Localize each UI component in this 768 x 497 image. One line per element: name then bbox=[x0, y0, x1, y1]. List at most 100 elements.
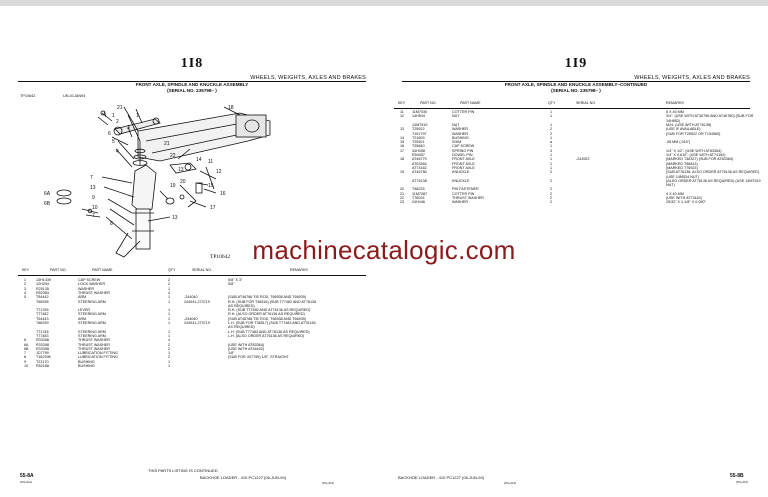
table-rule bbox=[18, 275, 366, 276]
col-remarks: REMARKS bbox=[290, 268, 308, 272]
footer-sub: (Pts-211) bbox=[20, 480, 33, 484]
header-rule bbox=[402, 81, 750, 82]
cell-part: 14H534 bbox=[412, 114, 425, 119]
svg-text:9: 9 bbox=[92, 195, 95, 201]
svg-text:3: 3 bbox=[127, 125, 130, 131]
cell-key: 18 bbox=[400, 157, 405, 162]
figure-label: TP10642 bbox=[210, 254, 231, 260]
cell-name: LUBRICATION FITTING bbox=[78, 355, 118, 360]
cell-part: JD7799 bbox=[36, 351, 49, 356]
footer-model-sub: (Pts-211) bbox=[504, 481, 517, 485]
cell-name: PIN FASTENER bbox=[452, 187, 479, 192]
cell-qty: 2 bbox=[168, 278, 171, 282]
cell-qty: 2 bbox=[168, 342, 171, 347]
cell-name: COTTER PIN bbox=[452, 191, 475, 196]
cell-name: CAP SCREW bbox=[452, 144, 475, 149]
svg-text:19: 19 bbox=[170, 183, 176, 189]
cell-part: AT74162 bbox=[412, 165, 427, 170]
cell-part: AT63364 bbox=[412, 161, 427, 166]
section-heading: WHEELS, WEIGHTS, AXLES AND BRAKES bbox=[634, 75, 750, 81]
cell-key: 19 bbox=[400, 170, 405, 175]
cell-part: T77483 bbox=[36, 333, 49, 338]
svg-text:10: 10 bbox=[92, 205, 98, 211]
col-name: PART NAME bbox=[460, 101, 481, 105]
cell-key: 12 bbox=[400, 114, 405, 119]
cell-qty: 2 bbox=[550, 187, 553, 192]
callout: 1 bbox=[112, 113, 115, 119]
cell-qty: 2 bbox=[550, 127, 553, 132]
cell-remarks: 4 X 40 MM bbox=[666, 191, 684, 196]
right-page: 1I9 WHEELS, WEIGHTS, AXLES AND BRAKES FR… bbox=[384, 6, 768, 497]
cell-qty: 2 bbox=[168, 346, 171, 351]
cell-name: FRONT AXLE bbox=[452, 165, 475, 170]
cell-serial: -243922 bbox=[576, 157, 590, 162]
col-part: PART NO. bbox=[420, 101, 437, 105]
cell-part: R33398 bbox=[36, 342, 49, 347]
cell-remarks: NUT) bbox=[666, 183, 675, 188]
cell-part: T25921 bbox=[412, 140, 425, 145]
svg-text:4: 4 bbox=[116, 149, 119, 155]
axle-exploded-diagram: 21 1 2 3 6 5 4 21 22 1 7 13 9 10 13 11 1… bbox=[44, 105, 271, 258]
cell-name: WASHER bbox=[452, 131, 469, 136]
cell-part: AT76138 bbox=[412, 178, 427, 183]
cell-part: T25922 bbox=[412, 127, 425, 132]
cell-name: LUBRICATION FITTING bbox=[78, 351, 118, 356]
cell-remarks: 5 X 40 MM bbox=[666, 110, 684, 114]
svg-text:15: 15 bbox=[208, 183, 214, 189]
footer-model: BACKHOE LOADER - 410 PC1227 (06-JUN-94) bbox=[398, 475, 485, 480]
cell-qty: 2 bbox=[550, 191, 553, 196]
col-name: PART NAME bbox=[92, 268, 113, 272]
cell-part: AT46780 bbox=[412, 170, 427, 175]
cell-remarks: M24. (USE WITH AT76138) bbox=[666, 122, 712, 127]
cell-name: NUT bbox=[452, 122, 460, 127]
cell-name: STEERING ARM bbox=[78, 333, 106, 338]
cell-qty: 1 bbox=[168, 321, 171, 325]
cell-key: 17 bbox=[400, 148, 405, 153]
cell-qty: 1 bbox=[168, 299, 171, 304]
svg-text:12: 12 bbox=[216, 169, 222, 175]
watermark: machinecatalogic.com bbox=[252, 235, 516, 265]
cell-name: WASHER bbox=[78, 286, 95, 291]
cell-key: 11 bbox=[400, 110, 404, 114]
col-qty: QTY bbox=[548, 101, 556, 105]
cell-part: T151797 bbox=[412, 131, 427, 136]
cell-part: T48225 bbox=[412, 187, 425, 192]
cell-remarks: (SUB FOR T25922 OR T134960) bbox=[666, 131, 721, 136]
svg-text:6: 6 bbox=[108, 131, 111, 137]
cell-name: LEVER bbox=[78, 308, 91, 313]
cell-name: THRUST WASHER bbox=[78, 290, 110, 295]
cell-remarks: 5/8" X 3" bbox=[228, 278, 243, 282]
cell-qty: 1 bbox=[550, 144, 553, 149]
footer-sub: (Pts-211) bbox=[736, 480, 749, 484]
cell-part: T162398 bbox=[36, 355, 51, 360]
cell-qty: 2 bbox=[550, 200, 553, 205]
cell-part: R33398 bbox=[36, 346, 49, 351]
cell-remarks: (USE WITH AT46162) bbox=[228, 346, 264, 351]
cell-qty: 4 bbox=[168, 338, 171, 343]
page-number: 1I8 bbox=[180, 56, 204, 71]
cell-qty: 1 bbox=[550, 114, 553, 119]
cell-part: 11M7087 bbox=[412, 191, 428, 196]
cell-remarks: (MARKED T66813) bbox=[666, 161, 698, 166]
cell-key: 23 bbox=[400, 200, 405, 205]
cell-name: SHIM bbox=[452, 140, 462, 145]
cell-part: AT46779 bbox=[412, 157, 427, 162]
cell-part: R52188 bbox=[36, 364, 49, 368]
cell-remarks: 14H852) bbox=[666, 118, 681, 123]
cell-key: 21 bbox=[400, 191, 405, 196]
svg-text:16: 16 bbox=[220, 191, 226, 197]
cell-remarks: 1/8" bbox=[228, 351, 235, 356]
cell-remarks: 3/4". (USE WITH AT30796 AND AT46780) (SU… bbox=[666, 114, 754, 119]
cell-qty: 1 bbox=[168, 316, 171, 321]
cell-remarks: (USE 14M534 NUT) bbox=[666, 174, 699, 179]
cell-remarks: (SUB AT76138, ALSO ORDER AT76136 AS REQU… bbox=[666, 170, 760, 175]
svg-text:13: 13 bbox=[178, 167, 184, 173]
cell-part: R94457 bbox=[412, 153, 425, 157]
cell-qty: 2 bbox=[168, 355, 171, 360]
cell-remarks: (ALSO ORDER AT76136 AS REQUIRED) (USE 14… bbox=[666, 178, 761, 183]
cell-part: R20135 bbox=[36, 286, 49, 291]
cell-part: T71765 bbox=[36, 308, 49, 313]
col-qty: QTY bbox=[168, 268, 176, 272]
cell-name: ARM bbox=[78, 316, 87, 321]
cell-name: STEERING ARM bbox=[78, 299, 106, 304]
